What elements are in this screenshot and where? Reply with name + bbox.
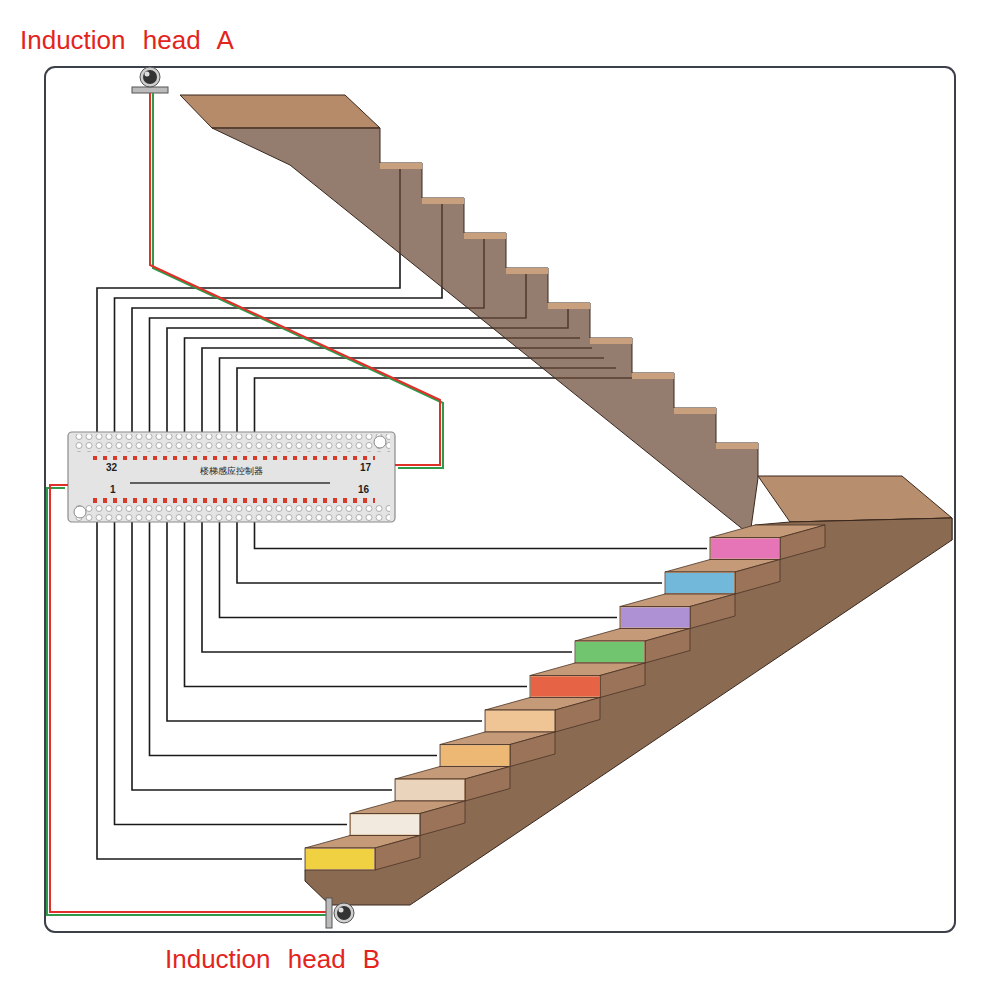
sensor-a-part [143,70,157,84]
lower-step-wires-part [132,522,392,790]
controller-body [68,432,395,522]
lower-step-wires-part [97,522,302,859]
controller-body-part [130,482,330,483]
lower-flight-part [620,594,735,629]
sensor-b [157,898,354,928]
sensor-a-part [145,72,150,77]
lower-step-wires-part [237,522,662,583]
lower-flight-part [576,642,644,662]
lower-step-wires-part [255,522,708,549]
lower-step-wires-part [185,522,528,687]
sensor-a-part [149,93,151,100]
controller-body-part [74,506,86,518]
lower-flight-part [621,608,689,628]
controller-body-part [68,432,395,522]
lower-step-wires-part [202,522,572,652]
lower-flight-part [486,711,554,731]
cable-red-wire [150,100,440,465]
sensor-label: Induction head B [165,945,380,975]
sensor-a-part [152,93,154,103]
cable-green-wire [47,488,157,915]
lower-flight-part [665,560,780,595]
sensor-a-part [132,87,168,93]
lower-flight [305,476,952,905]
upper-flight-part [180,95,380,128]
lower-flight-part [531,677,599,697]
frame [45,67,955,932]
sensor-b-part [326,898,332,928]
lower-flight-part [710,525,825,560]
lower-flight-part [305,518,952,905]
sensor-b-part [157,914,326,916]
lower-flight-part [440,732,555,767]
controller-box: 32 17 楼梯感应控制器 1 16 [68,432,395,522]
controller-body-part [90,455,375,460]
controller-body-part [74,504,390,521]
channel-number: 16 [358,484,369,496]
controller-body-part [374,436,386,448]
upper-flight-part [548,303,590,309]
upper-flight-part [380,163,422,169]
sensor-b-part [337,906,351,920]
sensor-label-box: Induction head A [15,20,285,100]
lower-flight-part [711,539,779,559]
lower-flight-part [396,780,464,800]
upper-flight-part [632,373,674,379]
upper-flight-part [716,443,758,449]
lower-flight-part [441,746,509,766]
sensor-b-part [334,903,354,923]
cable-red-wire [50,485,160,912]
lower-flight-part [306,849,374,869]
lower-flight-part [350,801,465,836]
lower-flight-part [666,573,734,593]
lower-flight-part [485,698,600,733]
cable-green-wire [153,103,443,468]
sensor-cable [150,100,443,468]
upper-step-wires-part [185,338,581,432]
upper-flight-part [674,408,716,414]
lower-flight-part [305,836,420,871]
upper-flight-part [422,198,464,204]
lower-step-wires-part [167,522,482,721]
channel-number: 1 [110,484,116,496]
lower-flight-part [530,663,645,698]
channel-number: 32 [106,462,117,474]
lower-step-wires [97,522,707,859]
lower-flight-part [351,815,419,835]
sensor-cable [47,485,160,915]
upper-flight-part [506,268,548,274]
controller-body-part [74,434,390,452]
controller-body-part [90,498,375,503]
upper-flight-part [464,233,506,239]
lower-flight-part [395,767,510,802]
sensor-b-part [339,908,344,913]
lower-flight-part [575,629,690,664]
channel-number: 17 [360,462,371,474]
sensor-a-part [140,67,160,87]
sensor-a [132,67,168,103]
upper-flight-part [590,338,632,344]
controller-name: 楼梯感应控制器 [200,466,263,476]
lower-flight-part [758,476,952,522]
lower-step-wires-part [220,522,618,618]
sensor-b-part [160,911,326,913]
sensor-label-box: Induction head B [160,895,435,980]
sensor-label: Induction head A [20,26,234,56]
